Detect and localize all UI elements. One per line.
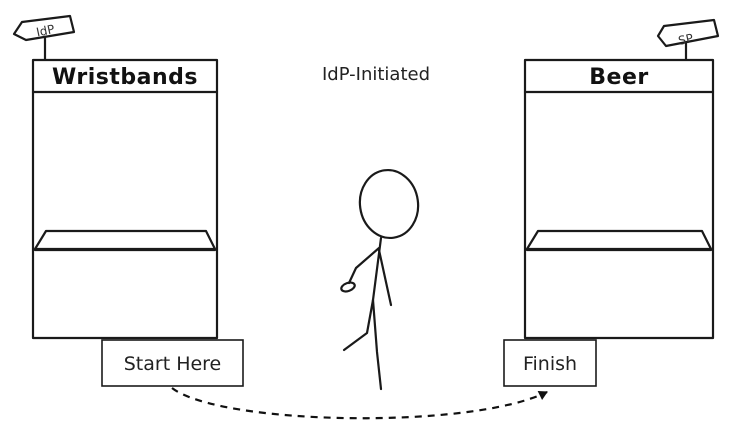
right-booth-frame (523, 58, 715, 340)
flow-arrow (171, 387, 548, 420)
finish-label: Finish (523, 353, 577, 375)
left-booth (12, 14, 219, 340)
figure-leg-right (371, 298, 383, 391)
diagram-caption: IdP-Initiated (322, 64, 430, 85)
right-booth-title: Beer (589, 65, 648, 90)
left-booth-title: Wristbands (52, 65, 198, 90)
figure-leg-left (342, 298, 375, 352)
idp-sign-label: IdP (35, 22, 56, 40)
sp-signpost (656, 18, 720, 62)
idp-signpost (12, 14, 76, 62)
start-here-box (101, 339, 244, 387)
wristband-icon (340, 281, 356, 293)
figure-head (358, 168, 420, 240)
figure-arm-left (347, 246, 381, 285)
figure-arm-right (377, 248, 393, 307)
sp-sign-label: SP (677, 31, 694, 48)
finish-box (503, 339, 597, 387)
right-booth (523, 18, 720, 340)
start-here-label: Start Here (124, 353, 222, 375)
left-booth-frame (31, 58, 219, 340)
stick-figure (340, 168, 420, 391)
